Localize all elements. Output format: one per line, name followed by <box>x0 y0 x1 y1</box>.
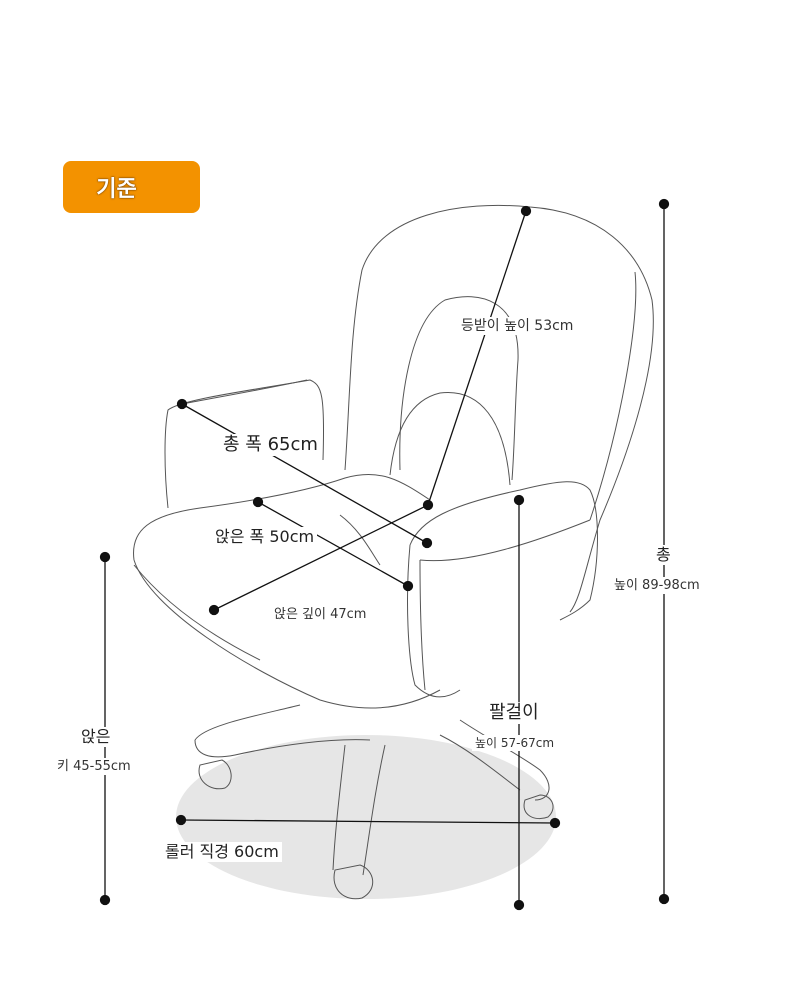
seat-depth-label: 앉은 깊이 47cm <box>271 606 370 623</box>
total-height-title: 총 <box>653 545 674 565</box>
seat-width-label: 앉은 폭 50cm <box>212 527 318 547</box>
caster-right <box>523 794 554 820</box>
backrest-height-label: 등받이 높이 53cm <box>458 317 577 335</box>
total-width-label: 총 폭 65cm <box>220 434 321 456</box>
armrest-title: 팔걸이 <box>486 702 542 724</box>
badge-label: 기준 <box>96 177 137 202</box>
chair-seat <box>133 474 431 561</box>
chair-base <box>194 704 301 741</box>
caster-left <box>198 759 232 790</box>
total-height-value: 높이 89-98cm <box>611 577 703 594</box>
roller-diameter-label: 롤러 직경 60cm <box>162 842 282 862</box>
chair-right-armrest <box>409 481 598 621</box>
floor-shadow <box>176 735 556 899</box>
seat-height-value: 키 45-55cm <box>54 758 134 775</box>
caster-front <box>333 864 374 900</box>
seat-height-title: 앉은 <box>78 727 114 747</box>
chair-backrest <box>344 204 654 613</box>
standard-badge: 기준 <box>63 161 200 213</box>
dimension-endpoint-dots <box>99 198 670 911</box>
armrest-height-value: 높이 57-67cm <box>472 735 558 751</box>
chair-left-armrest <box>164 379 325 509</box>
